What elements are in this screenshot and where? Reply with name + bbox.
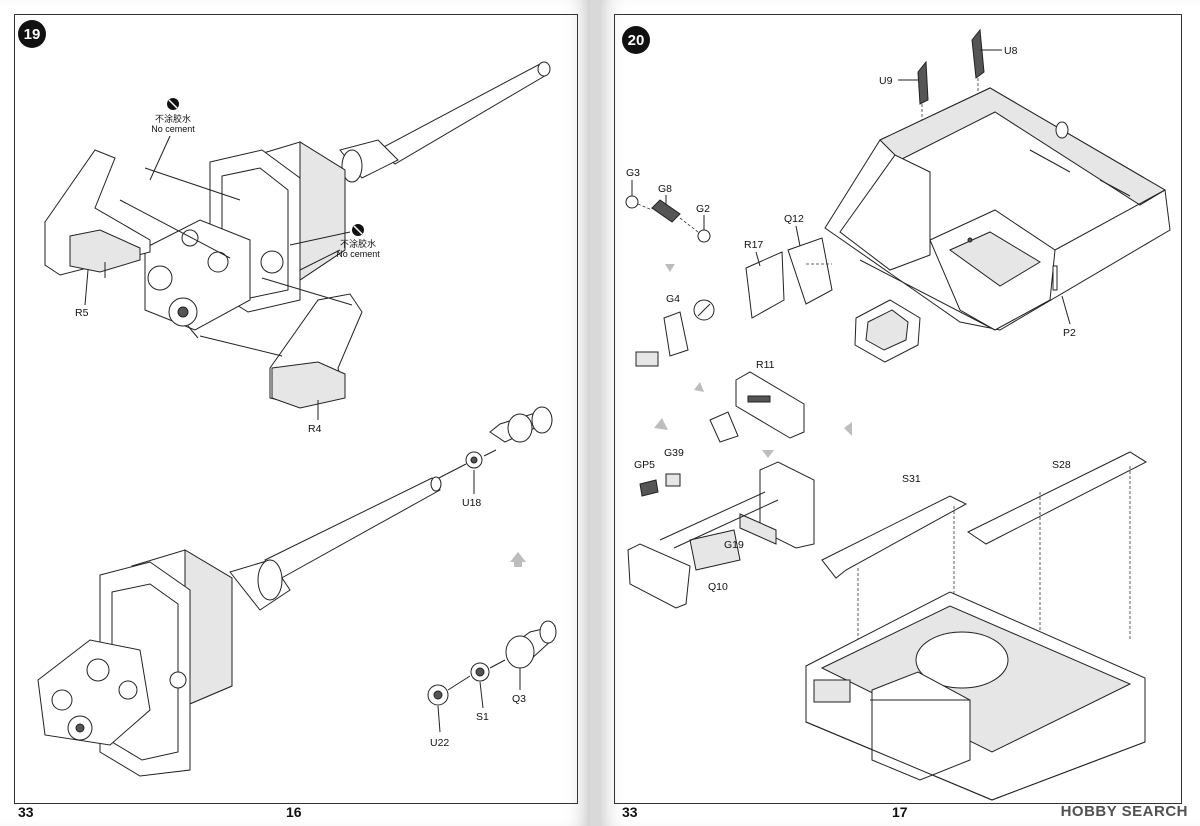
parts-g18-g19-q10 (627, 461, 815, 609)
step-19-diagram: 不涂胶水 No cement 不涂胶水 No cement R5 R4 U18 (37, 61, 557, 777)
svg-text:No cement: No cement (151, 124, 195, 134)
page-number-left: 33 (18, 804, 34, 820)
part-lower-hull (805, 591, 1146, 801)
page-number-left: 33 (622, 804, 638, 820)
part-label-r11: R11 (756, 359, 775, 371)
page-frame (614, 14, 1182, 804)
part-label-r4: R4 (308, 423, 322, 435)
svg-text:No cement: No cement (336, 249, 380, 259)
part-label-g4: G4 (666, 293, 680, 305)
part-g4-assembly (635, 299, 715, 367)
gun-breech-upper (144, 219, 284, 339)
gun-barrel-upper (339, 61, 551, 183)
no-cement-note-1: 不涂胶水 No cement (149, 98, 195, 181)
step-20-diagram: U8 U9 P2 (625, 28, 1171, 801)
instruction-page-right: 20 U8 U9 P2 (600, 0, 1200, 826)
parts-gp5-g39 (639, 473, 681, 497)
part-label-g2: G2 (696, 203, 710, 215)
part-label-u8: U8 (1004, 45, 1018, 57)
part-label-g19: Q10 (708, 581, 728, 593)
part-r5-bracket (44, 149, 151, 278)
part-label-u22: U22 (430, 737, 449, 749)
part-r11 (709, 371, 805, 443)
watermark: HOBBY SEARCH (1060, 803, 1188, 820)
hatch-detail-upper (854, 299, 921, 363)
part-label-s28: S28 (1052, 459, 1071, 471)
step-number-badge: 19 (18, 20, 46, 48)
part-label-q12: R17 (744, 239, 763, 251)
step-number-badge: 20 (622, 26, 650, 54)
part-label-s31: S31 (902, 473, 921, 485)
no-cement-note-2: 不涂胶水 No cement (299, 224, 380, 271)
instruction-page-left: 19 (0, 0, 590, 826)
svg-text:不涂胶水: 不涂胶水 (340, 238, 376, 249)
part-label-g18: G19 (724, 539, 744, 551)
part-label-p2: P2 (1063, 327, 1076, 339)
part-label-g3: G3 (626, 167, 640, 179)
page-number-center: 17 (892, 804, 908, 820)
svg-text:不涂胶水: 不涂胶水 (155, 113, 191, 124)
part-label-u18: U18 (462, 497, 481, 509)
part-label-r5: R5 (75, 307, 89, 319)
part-p2-upper-hull (824, 87, 1171, 331)
part-r4-bracket (269, 293, 363, 409)
part-label-s1: S1 (476, 711, 489, 723)
part-label-gp5: GP5 (634, 459, 655, 471)
page-number-center: 16 (286, 804, 302, 820)
part-u8-u9-plates (917, 28, 985, 105)
parts-s31-s28-rails (821, 451, 1148, 640)
gun-barrel-lower (229, 476, 442, 611)
part-label-g39: G39 (664, 447, 684, 459)
page-frame (14, 14, 578, 804)
part-label-u9: U9 (879, 75, 893, 87)
part-label-q3: Q3 (512, 693, 526, 705)
parts-q12-r17 (745, 237, 833, 319)
muzzle-parts (434, 406, 553, 481)
part-label-g8: G8 (658, 183, 672, 195)
muzzle-brake-parts (427, 620, 557, 706)
part-label-r17: Q12 (784, 213, 804, 225)
gun-breech-lower (37, 639, 187, 746)
